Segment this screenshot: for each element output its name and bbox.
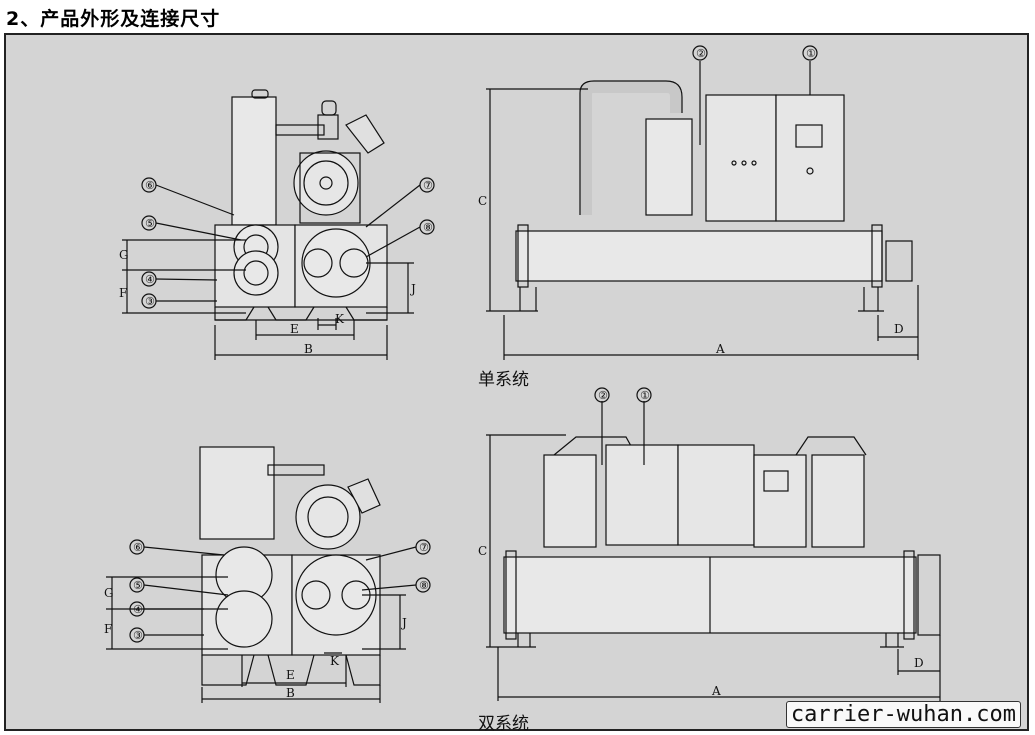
callout-3: ③ bbox=[133, 629, 143, 642]
dim-k-label: K bbox=[330, 654, 340, 668]
callout-2: ② bbox=[696, 47, 706, 60]
double-side-view bbox=[106, 446, 431, 703]
callout-8: ⑧ bbox=[423, 221, 433, 234]
single-side-view bbox=[122, 89, 435, 360]
double-system-caption: 双系统 bbox=[478, 714, 529, 734]
dim-j-label: J bbox=[409, 282, 416, 296]
dim-d-label: D bbox=[914, 656, 924, 670]
double-front-view bbox=[486, 387, 941, 701]
drawing-frame: G F J E K B ⑥ ⑤ ④ ③ ⑦ ⑧ C A D ② ① G F J … bbox=[4, 33, 1029, 734]
dim-c-label: C bbox=[478, 194, 487, 208]
dim-b-label: B bbox=[304, 342, 313, 356]
dim-a-label: A bbox=[715, 342, 725, 356]
page-title: 2、产品外形及连接尺寸 bbox=[6, 8, 221, 30]
dim-b-label: B bbox=[286, 686, 295, 700]
dim-k-label: K bbox=[335, 312, 345, 326]
callout-6: ⑥ bbox=[133, 541, 143, 554]
callout-4: ④ bbox=[133, 603, 143, 616]
callout-4: ④ bbox=[145, 273, 155, 286]
callout-1: ① bbox=[806, 47, 816, 60]
single-front-view bbox=[486, 45, 919, 360]
dim-f-label: F bbox=[104, 622, 112, 636]
callout-3: ③ bbox=[145, 295, 155, 308]
dim-a-label: A bbox=[711, 684, 721, 698]
dim-j-label: J bbox=[400, 616, 407, 630]
single-system-caption: 单系统 bbox=[478, 370, 529, 390]
dim-g-label: G bbox=[104, 586, 114, 600]
dim-c-label: C bbox=[478, 544, 487, 558]
dim-d-label: D bbox=[894, 322, 904, 336]
callout-7: ⑦ bbox=[419, 541, 429, 554]
callout-8: ⑧ bbox=[419, 579, 429, 592]
watermark: carrier-wuhan.com bbox=[785, 701, 1021, 728]
dim-e-label: E bbox=[290, 322, 299, 336]
dim-g-label: G bbox=[119, 248, 129, 262]
dim-e-label: E bbox=[286, 668, 295, 682]
callout-5: ⑤ bbox=[133, 579, 143, 592]
callout-2: ② bbox=[598, 389, 608, 402]
dim-f-label: F bbox=[119, 286, 127, 300]
callout-5: ⑤ bbox=[145, 217, 155, 230]
technical-drawing: G F J E K B ⑥ ⑤ ④ ③ ⑦ ⑧ C A D ② ① G F J … bbox=[104, 45, 941, 703]
callout-6: ⑥ bbox=[145, 179, 155, 192]
callout-1: ① bbox=[640, 389, 650, 402]
callout-7: ⑦ bbox=[423, 179, 433, 192]
